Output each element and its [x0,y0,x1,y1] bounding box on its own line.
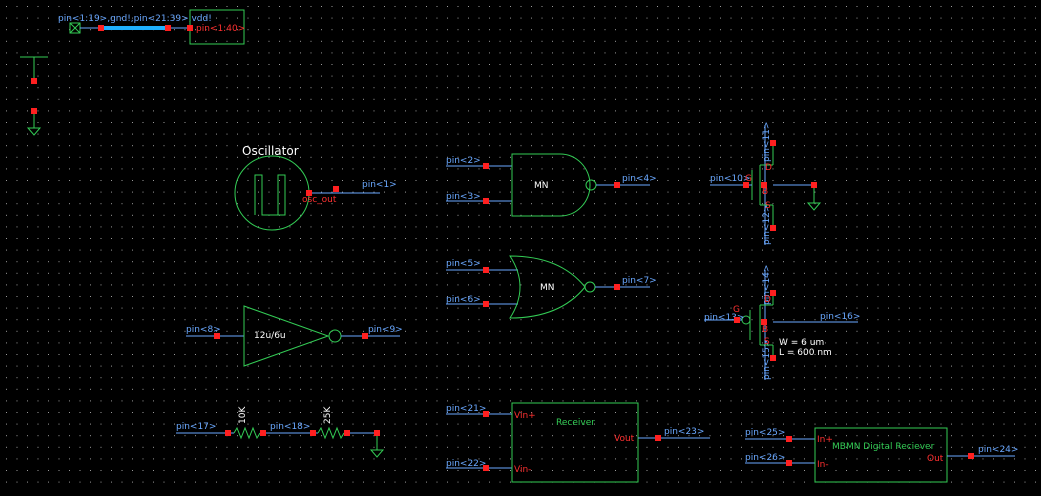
nor-label: MN [540,283,555,293]
nmos-transistor[interactable]: pin<11> pin<12> pin<10> G D S B [710,122,822,245]
digital-out-pin: pin<24> [978,445,1018,455]
inverter-in-label: pin<8> [186,325,221,335]
ground-icon [369,449,385,458]
resistor-mid-label: pin<18> [270,422,310,432]
pmos-drain-label: pin<14> [762,265,772,305]
digital-title: MBMN Digital Reciever [832,442,935,452]
receiver-vout: Vout [614,434,635,444]
square-wave-icon [254,174,286,216]
resistor-2-value: 25K [323,406,333,424]
pmos-length-label: L = 600 nm [779,348,832,358]
nor-out-label: pin<7> [622,276,657,286]
pmos-s-label: S [764,337,770,347]
bus-out-label: pin<1:40> [196,24,245,34]
nmos-drain-label: pin<11> [762,122,772,162]
oscillator-pin-label: pin<1> [362,180,397,190]
pmos-bulk-label: pin<16> [820,312,860,322]
digital-in-n-pin: pin<26> [745,453,785,463]
nmos-b-label: B [762,187,768,197]
nand-gate[interactable]: pin<2> pin<3> MN pin<4> [446,153,657,217]
resistor-2-icon [317,426,345,440]
pmos-g-label: G [733,305,740,315]
nand-out-label: pin<4> [622,174,657,184]
receiver-vinp: Vin+ [514,411,536,421]
nor-in-a-label: pin<5> [446,259,481,269]
resistor-chain[interactable]: pin<17> 10K pin<18> 25K [176,406,385,458]
nmos-g-label: G [745,174,752,184]
pmos-gate-label: pin<13> [704,313,744,323]
receiver-out-pin: pin<23> [664,427,704,437]
pmos-source-label: pin<15> [762,340,772,380]
receiver-block[interactable]: pin<21> pin<22> Receiver Vin+ Vin- Vout … [446,402,710,483]
bus-label: pin<1:19>,gnd!,pin<21:39>,vdd! [58,14,212,24]
oscillator-symbol[interactable]: Oscillator osc_out pin<1> [234,144,397,231]
nmos-s-label: S [765,201,771,211]
pmos-d-label: D [764,295,771,305]
ground-icon [806,202,822,211]
inverter-label: 12u/6u [254,331,286,341]
digital-in-p-pin: pin<25> [745,428,785,438]
nmos-source-label: pin<12> [762,205,772,245]
resistor-1-icon [233,426,261,440]
nand-in-b-label: pin<3> [446,192,481,202]
pmos-width-label: W = 6 um [779,338,824,348]
supply-symbols[interactable] [20,56,48,136]
bus-symbol[interactable]: pin<1:19>,gnd!,pin<21:39>,vdd! pin<1:40> [58,9,245,45]
oscillator-title: Oscillator [242,144,299,158]
nor-gate[interactable]: pin<5> pin<6> MN pin<7> [446,255,657,319]
pmos-transistor[interactable]: pin<14> pin<15> pin<13> G B pin<16> D S … [704,265,860,380]
receiver-title: Receiver [556,418,595,428]
receiver-in-p-pin: pin<21> [446,404,486,414]
pmos-b-label: B [762,325,768,335]
ground-icon [26,127,42,136]
inverter-out-label: pin<9> [368,325,403,335]
digital-receiver-block[interactable]: pin<25> pin<26> MBMN Digital Reciever In… [745,427,1018,483]
nmos-d-label: D [765,163,772,173]
digital-inn: In- [817,460,829,470]
digital-out: Out [927,454,944,464]
oscillator-out-label: osc_out [302,195,337,205]
grid-dots [6,6,1036,483]
digital-inp: In+ [817,435,833,445]
nor-in-b-label: pin<6> [446,295,481,305]
inverter-symbol[interactable]: pin<8> 12u/6u pin<9> [186,305,403,367]
resistor-in-label: pin<17> [176,422,216,432]
nand-label: MN [534,181,549,191]
nand-in-a-label: pin<2> [446,156,481,166]
receiver-in-n-pin: pin<22> [446,459,486,469]
nmos-gate-label: pin<10> [710,174,750,184]
resistor-1-value: 10K [238,406,248,424]
receiver-vinn: Vin- [514,465,531,475]
